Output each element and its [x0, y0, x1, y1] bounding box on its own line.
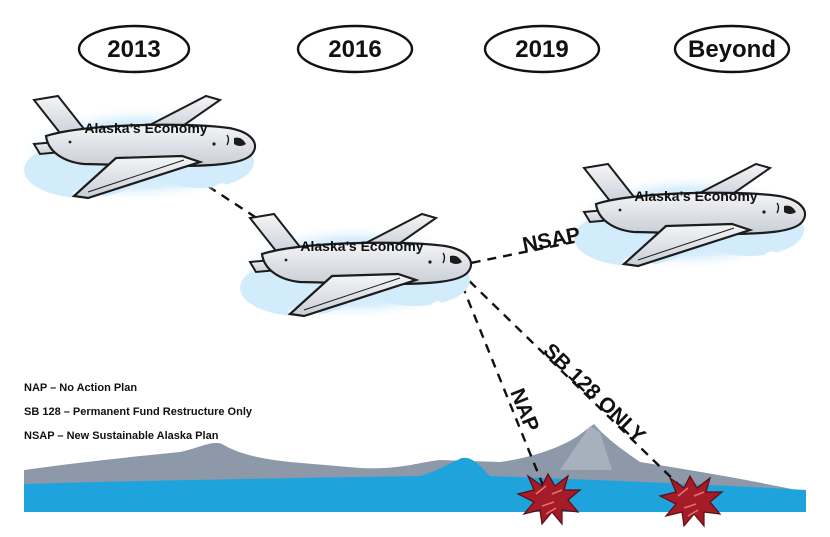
legend-item-sb128: SB 128 – Permanent Fund Restructure Only [24, 406, 253, 418]
nap-path-label: NAP [505, 385, 543, 435]
plane-beyond: Alaska’s Economy [567, 162, 811, 272]
year-label-beyond: Beyond [688, 36, 776, 63]
terrain [24, 424, 806, 512]
plane-label-2013: Alaska’s Economy [84, 120, 207, 136]
legend-item-nap: NAP – No Action Plan [24, 382, 138, 394]
year-pill-beyond: Beyond [673, 24, 791, 74]
year-label-2013: 2013 [107, 36, 160, 63]
year-pill-2013: 2013 [77, 24, 191, 74]
year-pill-2019: 2019 [483, 24, 601, 74]
path-nap [454, 269, 546, 489]
water-and-island [24, 457, 806, 512]
legend-item-nsap: NSAP – New Sustainable Alaska Plan [24, 430, 219, 442]
plane-label-2016: Alaska’s Economy [300, 238, 423, 254]
plane-label-beyond: Alaska’s Economy [634, 188, 757, 204]
path-sb128 [457, 269, 685, 491]
plane-2013: Alaska’s Economy [17, 94, 261, 204]
legend: NAP – No Action Plan SB 128 – Permanent … [24, 376, 252, 448]
path-nsap [455, 222, 663, 268]
nsap-path-label: NSAP [521, 223, 583, 257]
year-label-2019: 2019 [515, 36, 568, 63]
plane-2016: Alaska’s Economy [233, 212, 477, 322]
year-label-2016: 2016 [328, 36, 381, 63]
year-pill-2016: 2016 [296, 24, 414, 74]
mountain-shadow [560, 426, 612, 470]
